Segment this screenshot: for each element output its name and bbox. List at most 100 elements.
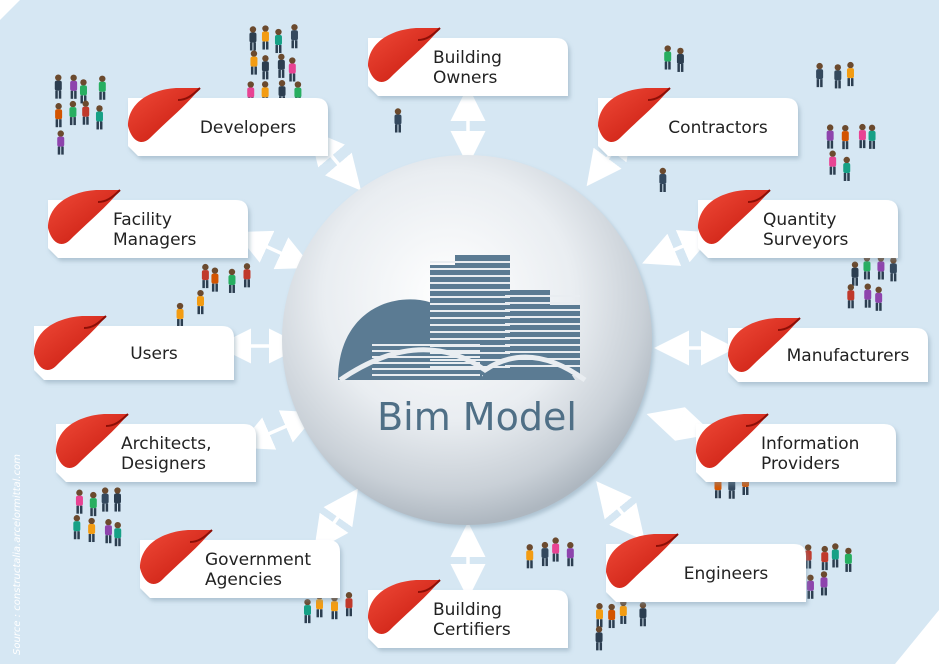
- person-figure: [394, 108, 402, 133]
- person-figure: [95, 105, 103, 130]
- person-figure: [659, 167, 667, 193]
- person-figure: [104, 519, 112, 544]
- red-tag-icon: [698, 190, 770, 244]
- red-tag-icon: [368, 28, 440, 82]
- person-figure: [829, 150, 837, 175]
- person-figure: [834, 64, 842, 89]
- stakeholder-label: Quantity: [763, 210, 836, 230]
- card-background: [368, 38, 568, 96]
- card-manufacturers: Manufacturers: [728, 317, 928, 382]
- person-figure: [826, 124, 834, 149]
- person-figure: [57, 130, 65, 155]
- person-figure: [596, 603, 604, 628]
- red-tag-icon: [140, 530, 212, 584]
- double-arrow: [642, 230, 715, 266]
- stakeholder-label: Information: [761, 434, 859, 454]
- card-users: Users: [34, 315, 234, 380]
- person-figure: [114, 521, 122, 547]
- stakeholder-label: Government: [205, 550, 311, 570]
- card-engineers: Engineers: [606, 533, 806, 602]
- person-figure: [526, 544, 534, 569]
- stakeholder-label: Providers: [761, 454, 840, 474]
- person-figure: [806, 574, 814, 599]
- card-background: [56, 424, 256, 482]
- stakeholder-label: Designers: [121, 454, 206, 474]
- person-figure: [331, 595, 339, 620]
- person-figure: [847, 284, 855, 309]
- person-figure: [88, 517, 96, 543]
- stakeholder-label: Users: [130, 344, 178, 364]
- stakeholder-label: Agencies: [205, 570, 282, 590]
- person-figure: [841, 124, 849, 150]
- card-background: [128, 98, 328, 156]
- person-figure: [864, 283, 872, 308]
- card-architects-designers: Architects,Designers: [56, 413, 256, 482]
- red-tag-icon: [128, 88, 200, 142]
- person-figure: [304, 598, 312, 624]
- person-figure: [889, 257, 897, 282]
- card-background: [606, 544, 806, 602]
- red-tag-icon: [56, 414, 128, 468]
- stakeholder-label: Developers: [200, 118, 296, 138]
- person-figure: [858, 123, 866, 149]
- red-tag-icon: [48, 190, 120, 244]
- person-figure: [804, 544, 812, 569]
- stakeholder-label: Owners: [433, 68, 498, 88]
- person-figure: [89, 491, 97, 517]
- double-arrow: [237, 410, 318, 450]
- person-figure: [844, 547, 852, 572]
- person-figure: [676, 47, 684, 72]
- person-figure: [831, 543, 839, 568]
- red-tag-icon: [728, 318, 800, 372]
- double-arrow: [235, 230, 313, 270]
- person-figure: [541, 541, 549, 567]
- card-background: [140, 540, 340, 598]
- person-figure: [101, 487, 109, 512]
- person-figure: [69, 100, 77, 126]
- card-contractors: Contractors: [598, 87, 798, 156]
- stakeholder-label: Building: [433, 48, 502, 68]
- person-figure: [249, 26, 257, 51]
- person-figure: [228, 268, 236, 293]
- person-figure: [277, 53, 285, 78]
- person-figure: [821, 545, 829, 571]
- stakeholder-label: Facility: [113, 210, 172, 230]
- person-figure: [54, 74, 62, 99]
- red-tag-icon: [598, 88, 670, 142]
- person-figure: [261, 55, 269, 80]
- person-figure: [55, 103, 63, 128]
- person-figure: [75, 489, 83, 514]
- person-figure: [552, 537, 560, 562]
- card-background: [48, 200, 248, 258]
- people-figures: [54, 24, 897, 651]
- person-figure: [211, 267, 219, 292]
- person-figure: [82, 100, 90, 125]
- double-arrow: [313, 488, 359, 552]
- person-figure: [595, 626, 603, 651]
- person-figure: [201, 263, 209, 289]
- red-tag-icon: [696, 414, 768, 468]
- stakeholder-label: Architects,: [121, 434, 212, 454]
- person-figure: [566, 542, 574, 567]
- person-figure: [288, 57, 296, 82]
- person-figure: [816, 62, 824, 88]
- person-figure: [608, 603, 616, 629]
- person-figure: [196, 289, 204, 315]
- person-figure: [261, 25, 269, 50]
- person-figure: [243, 263, 251, 288]
- source-note: Source : constructalia.arcelormittal.com: [12, 454, 23, 655]
- red-tag-icon: [34, 316, 106, 370]
- card-background: [598, 98, 798, 156]
- center-title: Bim Model: [377, 395, 577, 439]
- person-figure: [664, 45, 672, 70]
- person-figure: [79, 79, 87, 104]
- person-figure: [820, 571, 828, 596]
- stakeholder-label: Surveyors: [763, 230, 849, 250]
- stakeholder-label: Engineers: [684, 564, 769, 584]
